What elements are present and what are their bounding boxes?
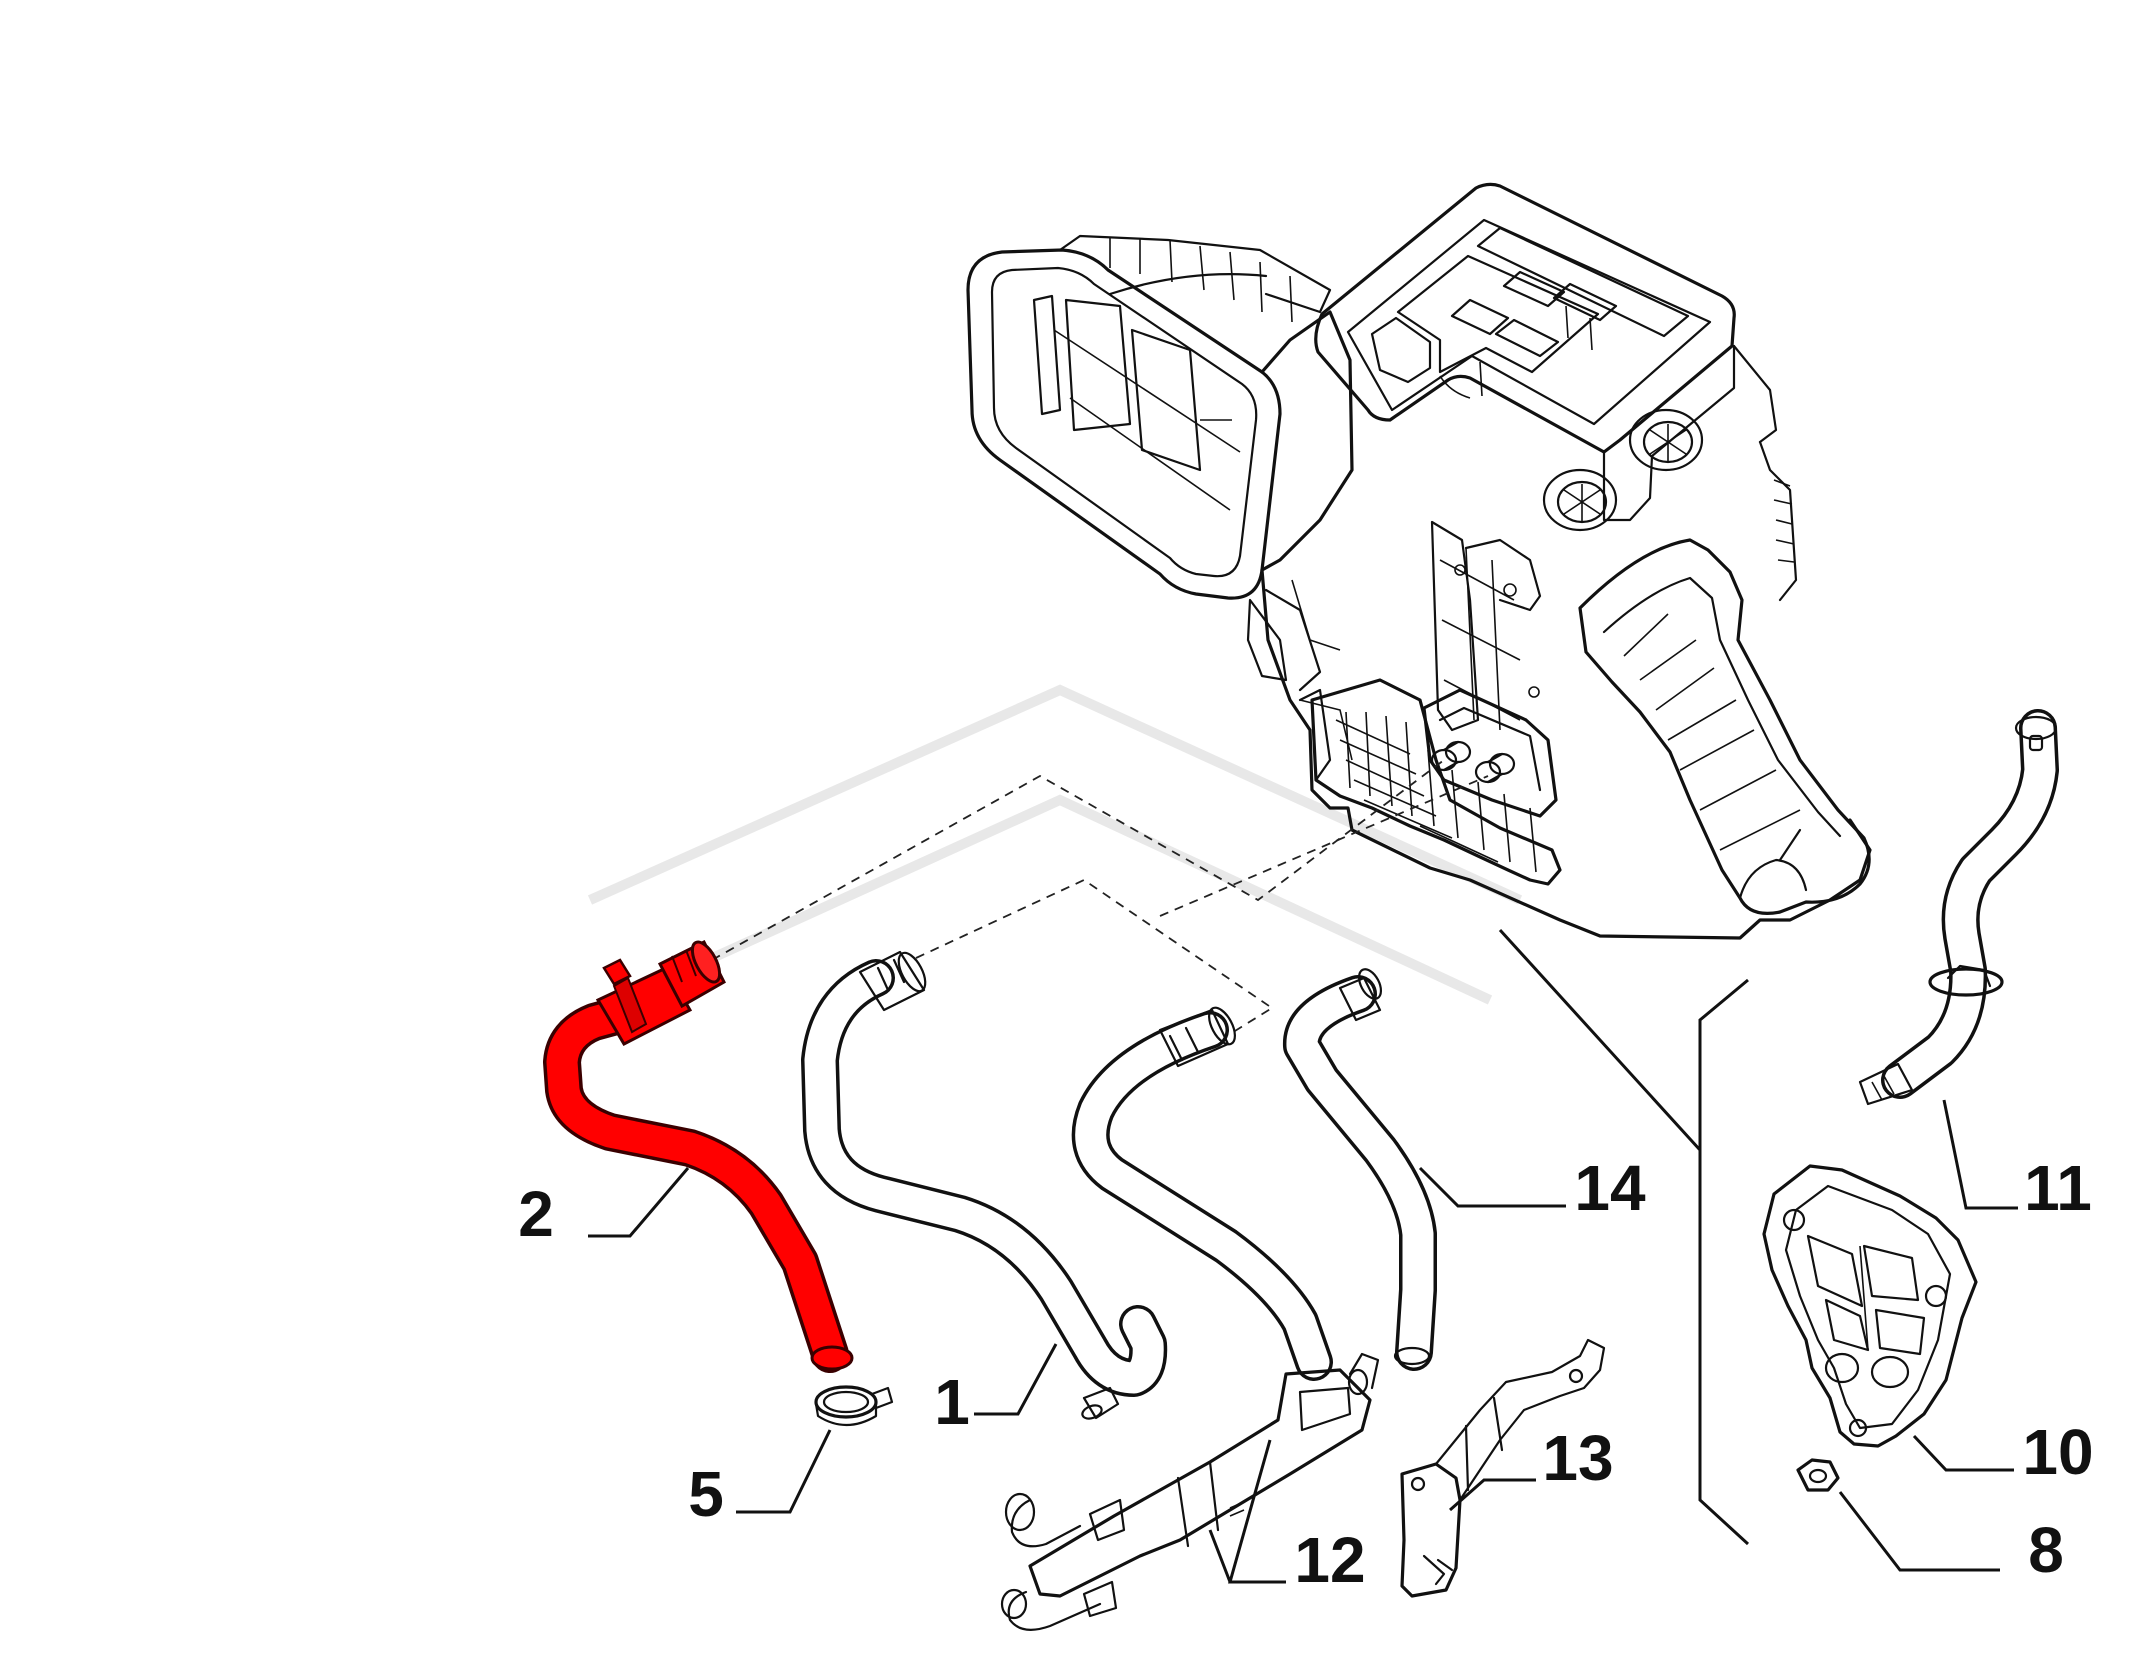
callout-8: 8 [2028, 1514, 2064, 1586]
pipe-stub-right [1474, 752, 1516, 784]
part-8-nut [1796, 1458, 1840, 1492]
leader-lines [588, 1099, 2018, 1584]
callout-13: 13 [1542, 1422, 1613, 1494]
fan-disc-lower [1542, 468, 1618, 532]
part-13-bracket [1400, 1338, 1606, 1598]
part-10-gasket-plate [1762, 1164, 1978, 1448]
pipe-stub-left [1430, 740, 1472, 772]
callout-14: 14 [1574, 1152, 1646, 1224]
fan-disc-upper [1628, 408, 1704, 472]
callout-12: 12 [1294, 1524, 1365, 1596]
assembly-guide-lines [711, 759, 1489, 1035]
callout-1: 1 [934, 1366, 970, 1438]
part-1-hose [801, 950, 1168, 1420]
part-5-hose-clamp [814, 1385, 894, 1426]
callout-2: 2 [518, 1178, 554, 1250]
hvac-housing-assembly [966, 182, 1872, 940]
part-11-pipe [1858, 709, 2059, 1106]
watermark-shape [587, 684, 1523, 1005]
grouping-lines [1498, 928, 1750, 1546]
callout-10: 10 [2022, 1416, 2093, 1488]
part-12-hose-assembly [1000, 1006, 1380, 1631]
callout-11: 11 [2024, 1152, 2092, 1224]
part-2-red-hose [543, 939, 854, 1373]
callout-5: 5 [688, 1458, 724, 1530]
part-14-pipe [1283, 968, 1437, 1371]
